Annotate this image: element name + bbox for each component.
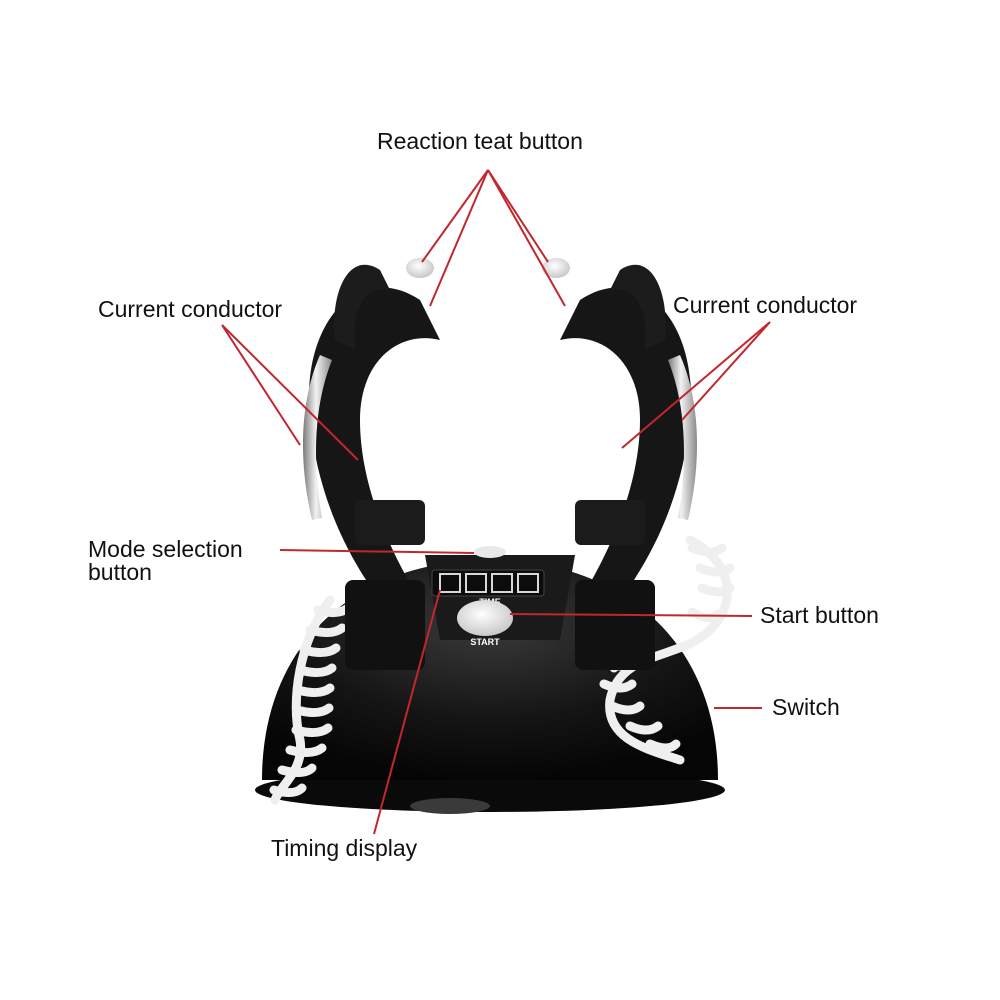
start-button [457,600,513,636]
label-mode-selection: Mode selection button [88,538,243,584]
label-timing-display: Timing display [271,835,418,861]
leader-reaction-left [421,169,489,263]
start-label: START [470,637,500,647]
handle-right [542,258,698,670]
mode-selection-button [474,546,506,558]
reaction-button-right [542,258,570,278]
label-mode-selection-line2: button [88,559,152,585]
leader-lines [221,169,771,835]
leader-mode [279,549,475,554]
label-switch: Switch [772,694,840,720]
leader-reaction-right-2 [487,169,566,307]
leader-conductor-left-2 [221,324,359,461]
control-panel: TIME START [425,546,575,647]
handle-left [302,258,440,670]
label-current-conductor-left: Current conductor [98,296,283,322]
label-mode-selection-line1: Mode selection [88,536,243,562]
label-current-conductor-right: Current conductor [673,292,858,318]
leader-conductor-right [681,321,771,421]
leader-reaction-left-2 [429,169,489,307]
label-reaction-button: Reaction teat button [377,128,583,154]
reaction-button-left [406,258,434,278]
leader-conductor-left [221,324,301,446]
leader-timing [373,589,441,835]
coiled-cable-left [269,595,353,805]
leader-conductor-right-2 [621,321,771,449]
leader-reaction-right [487,169,549,263]
label-start-button: Start button [760,602,879,628]
leader-start [509,613,753,617]
